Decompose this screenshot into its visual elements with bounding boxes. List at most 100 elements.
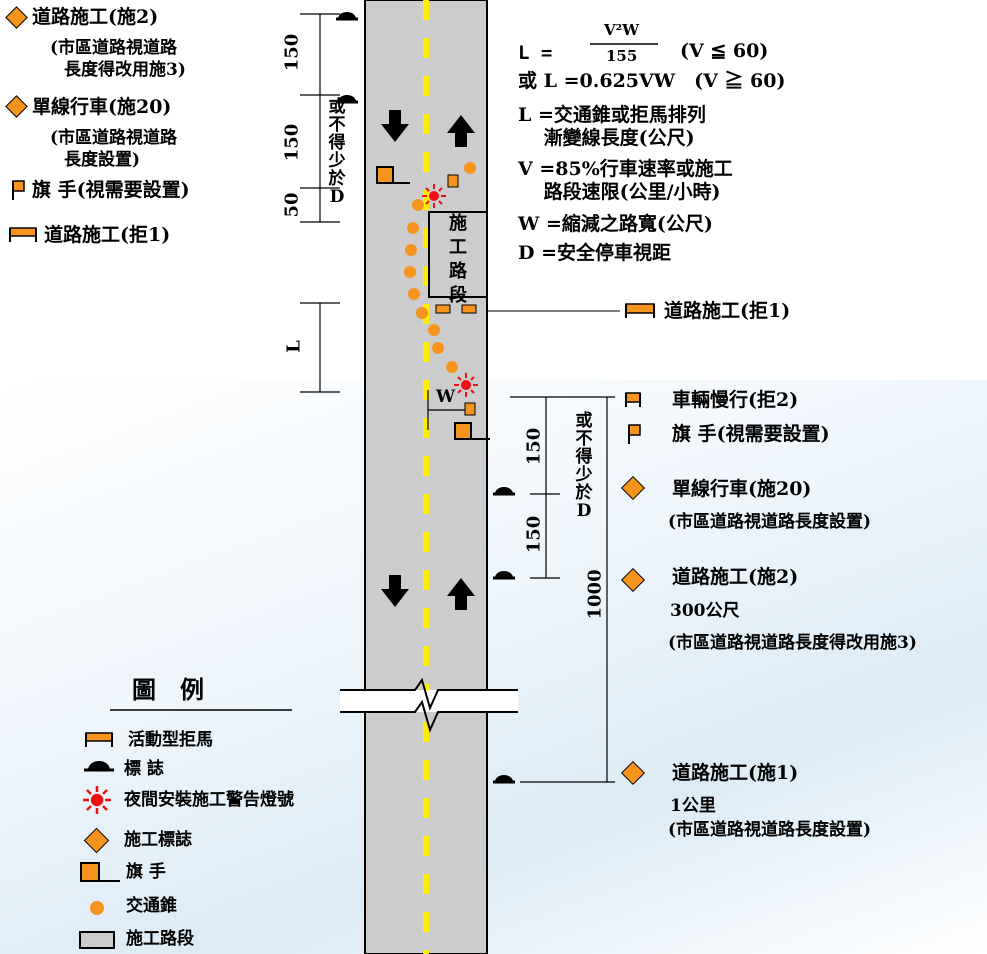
cone-icon — [405, 244, 417, 256]
left-dimension-lines — [300, 13, 340, 393]
def-l-1: L =交通錐或拒馬排列 — [518, 104, 706, 126]
tl-sign2-label: 道路施工(施2) — [32, 6, 159, 28]
barrier-icon — [435, 304, 451, 314]
sign-icon — [493, 775, 515, 784]
tl-sign2-note-1: (市區道路視道路 — [50, 38, 178, 58]
cone-icon — [432, 342, 444, 354]
right-sign1-note: (市區道路視道路長度設置) — [668, 820, 872, 840]
cone-icon — [416, 307, 428, 319]
background-gradient — [0, 380, 987, 954]
barrier-icon — [461, 304, 477, 314]
diamond-icon — [620, 475, 646, 501]
warning-light-icon — [422, 184, 446, 208]
dim-50: 50 — [281, 192, 303, 218]
work-zone — [428, 211, 488, 298]
legend-item-sign: 標 誌 — [124, 759, 164, 779]
barrier-icon — [447, 174, 459, 188]
diamond-icon — [620, 567, 646, 593]
sign-icon — [493, 571, 515, 580]
barrier-icon — [464, 402, 476, 416]
w-dimension — [427, 390, 465, 430]
right-single-lane-note: (市區道路視道路長度設置) — [668, 512, 872, 532]
work-zone-label: 施工路段 — [449, 213, 467, 306]
flagger-icon — [376, 166, 410, 184]
legend-item-barrier: 活動型拒馬 — [128, 730, 213, 750]
cone-icon — [90, 901, 104, 915]
dim-w: W — [436, 387, 456, 407]
formula-condition-1: (V ≦ 60) — [680, 40, 769, 62]
diamond-icon — [83, 827, 110, 854]
sign-icon — [493, 487, 515, 496]
sign-icon — [336, 12, 358, 21]
right-sign1-label: 道路施工(施1) — [672, 762, 799, 784]
cone-icon — [412, 199, 424, 211]
cone-icon — [404, 266, 416, 278]
tl-sign2-note-2: 長度得改用施3) — [64, 60, 186, 80]
right-flagger-label: 旗 手(視需要設置) — [672, 423, 830, 445]
warning-light-icon — [454, 373, 478, 397]
legend-item-construction-sign: 施工標誌 — [124, 830, 192, 850]
arrow-up-icon — [447, 578, 475, 610]
right-sign1-distance: 1公里 — [670, 796, 716, 816]
road-break-line-bottom — [340, 699, 518, 733]
right-dimension-lines — [510, 396, 615, 783]
sign-icon — [336, 95, 358, 104]
legend-item-cone: 交通錐 — [126, 896, 177, 916]
right-slow-down-label: 車輛慢行(拒2) — [672, 389, 799, 411]
def-v-1: V =85%行車速率或施工 — [518, 158, 733, 180]
flagger-icon — [80, 862, 120, 882]
sign-icon — [84, 761, 114, 772]
formula-numerator: V²W — [604, 21, 640, 39]
dim-mid-150: 150 — [281, 123, 303, 162]
work-zone-icon — [79, 931, 115, 949]
tl-barrier-label: 道路施工(拒1) — [44, 224, 171, 246]
flag-icon — [12, 180, 25, 200]
tl-flagger-label: 旗 手(視需要設置) — [32, 179, 190, 201]
barrier-icon — [9, 227, 37, 242]
def-l-2: 漸變線長度(公尺) — [518, 127, 695, 149]
barrier-icon — [625, 392, 641, 407]
formula-denominator: 155 — [606, 47, 638, 65]
right-barrier-label: 道路施工(拒1) — [664, 300, 791, 322]
legend-item-work-zone: 施工路段 — [126, 929, 194, 949]
diamond-icon — [5, 95, 28, 118]
formula-l-prefix: L = — [518, 42, 553, 64]
tl-single-lane-note-1: (市區道路視道路 — [50, 128, 178, 148]
warning-light-icon — [83, 786, 111, 814]
barrier-icon — [625, 303, 655, 318]
cone-icon — [446, 361, 458, 373]
dim-l: L — [283, 340, 305, 353]
diamond-icon — [5, 6, 28, 29]
def-w: W =縮減之路寬(公尺) — [518, 213, 713, 235]
arrow-down-icon — [381, 110, 409, 142]
cone-icon — [464, 162, 476, 174]
def-d: D =安全停車視距 — [518, 242, 672, 264]
dim-right-150-b: 150 — [523, 515, 545, 554]
traffic-cones — [404, 162, 476, 373]
tl-single-lane-label: 單線行車(施20) — [32, 96, 172, 118]
right-sign2-note: (市區道路視道路長度得改用施3) — [668, 633, 917, 653]
note-not-less-d-right: 或不得少於D — [575, 411, 593, 521]
tl-single-lane-note-2: 長度設置) — [64, 150, 141, 170]
legend-item-flagger: 旗 手 — [126, 862, 166, 882]
def-v-2: 路段速限(公里/小時) — [518, 181, 721, 203]
arrow-up-icon — [447, 115, 475, 147]
right-sign2-distance: 300公尺 — [670, 601, 740, 621]
cone-icon — [428, 324, 440, 336]
right-single-lane-label: 單線行車(施20) — [672, 478, 812, 500]
dim-right-150-a: 150 — [523, 427, 545, 466]
dim-top-150: 150 — [281, 33, 303, 72]
legend-title: 圖 例 — [132, 675, 204, 704]
legend-item-warning-light: 夜間安裝施工警告燈號 — [124, 790, 294, 810]
flagger-icon — [454, 422, 490, 440]
flag-icon — [628, 424, 641, 444]
diamond-icon — [620, 760, 646, 786]
road-break-line-top — [340, 677, 518, 711]
cone-icon — [407, 222, 419, 234]
right-sign2-label: 道路施工(施2) — [672, 566, 799, 588]
note-not-less-d-left: 或不得少於D — [328, 97, 346, 207]
formula-line-2: 或 L =0.625VW (V ≧ 60) — [518, 70, 786, 92]
dim-right-1000: 1000 — [584, 569, 606, 620]
barrier-icon — [85, 732, 113, 747]
